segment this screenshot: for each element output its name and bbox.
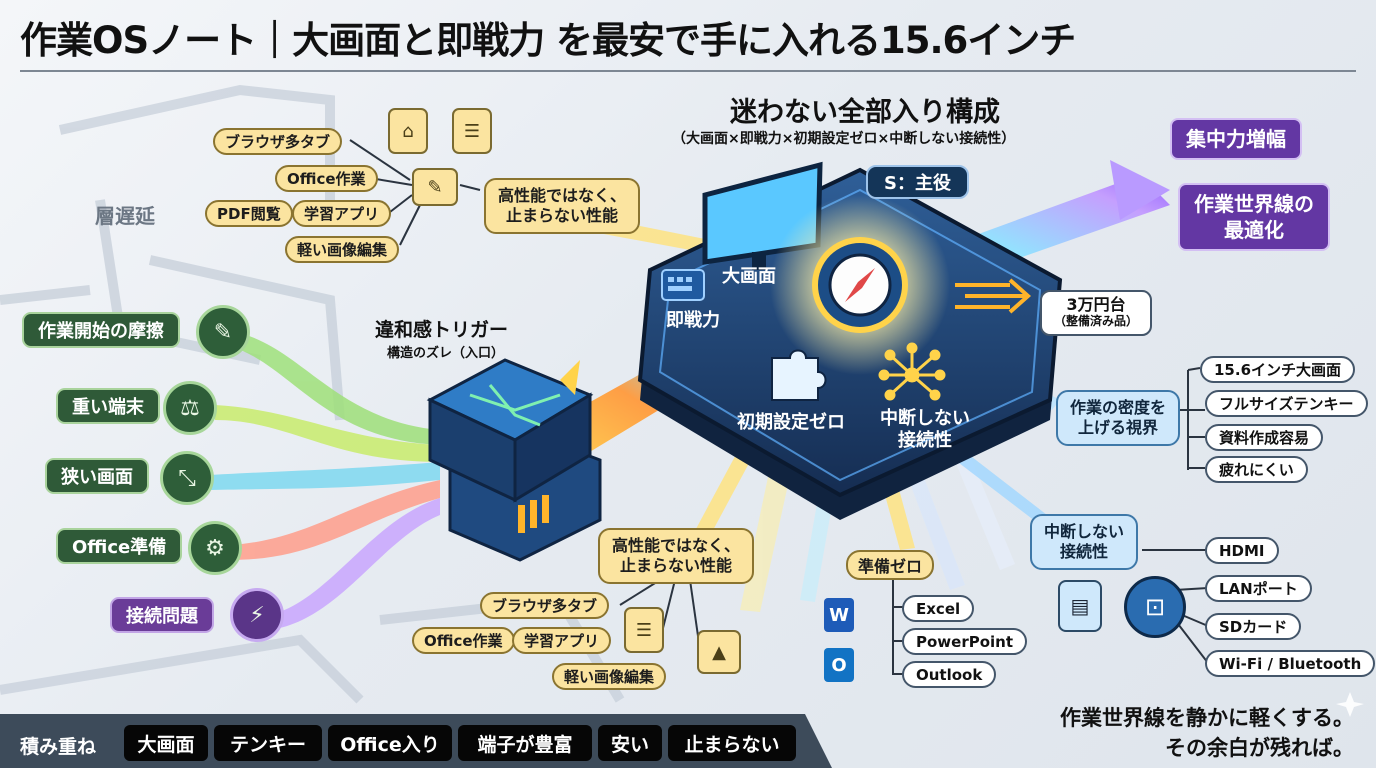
office-gear-icon: ⚙ xyxy=(188,521,242,575)
center-subheading: （大画面×即戦力×初期設定ゼロ×中断しない接続性） xyxy=(672,131,1016,147)
task-image-bottom: 軽い画像編集 xyxy=(552,663,667,690)
pain-connection: 接続問題 xyxy=(110,597,214,633)
closing-line-2: その余白が残れば。 xyxy=(1165,736,1354,760)
eraser-icon: ✎ xyxy=(196,305,250,359)
task-browser-bottom: ブラウザ多タブ xyxy=(480,592,610,619)
outlook-icon: O xyxy=(824,648,854,682)
density-item-keypad: フルサイズテンキー xyxy=(1205,390,1368,417)
price-box: 3万円台 （整備済み品） xyxy=(1040,290,1153,336)
density-item-docs: 資料作成容易 xyxy=(1205,424,1324,451)
browser-window-icon: ⌂ xyxy=(388,108,428,154)
output-worldline: 作業世界線の 最適化 xyxy=(1178,183,1330,251)
price-main: 3万円台 xyxy=(1066,295,1126,314)
image-icon: ▲ xyxy=(697,630,741,674)
compass-icon xyxy=(845,268,875,302)
app-excel: Excel xyxy=(902,595,975,622)
density-box: 作業の密度を 上げる視界 xyxy=(1056,390,1181,446)
task-office-bottom: Office作業 xyxy=(412,627,515,654)
title-divider xyxy=(20,70,1356,72)
task-learning-bottom: 学習アプリ xyxy=(512,627,612,654)
small-screen-icon: ⤡ xyxy=(160,451,214,505)
cable-icon: ⚡ xyxy=(230,588,284,642)
word-icon: W xyxy=(824,598,854,632)
edit-icon: ✎ xyxy=(412,168,458,206)
main-role-badge: S：主役 xyxy=(866,165,969,199)
chip-office: Office入り xyxy=(328,725,452,761)
zero-setup-label: 初期設定ゼロ xyxy=(737,412,845,433)
app-powerpoint: PowerPoint xyxy=(902,628,1028,655)
task-pdf-top: PDF閲覧 xyxy=(205,200,293,227)
trigger-subtitle: 構造のズレ（入口） xyxy=(387,346,505,361)
performance-box-bottom: 高性能ではなく、 止まらない性能 xyxy=(598,528,755,584)
document-icon: ☰ xyxy=(452,108,492,154)
ready-label: 即戦力 xyxy=(666,310,720,331)
big-screen-label: 大画面 xyxy=(722,266,776,287)
chip-big-screen: 大画面 xyxy=(124,725,208,761)
output-focus: 集中力増幅 xyxy=(1170,118,1302,160)
connectivity-box: 中断しない 接続性 xyxy=(1030,514,1139,570)
sd-card-icon: ▤ xyxy=(1058,580,1102,632)
background-label: 層遅延 xyxy=(95,204,155,228)
document-lines-icon: ☰ xyxy=(624,607,664,653)
closing-line-1: 作業世界線を静かに軽くする。 xyxy=(1060,706,1354,730)
chip-nonstop: 止まらない xyxy=(668,725,796,761)
chip-tenkey: テンキー xyxy=(214,725,322,761)
pain-heavy-device: 重い端末 xyxy=(56,388,160,424)
page-title: 作業OSノート｜大画面と即戦力 を最安で手に入れる15.6インチ xyxy=(20,19,1076,62)
task-office-top: Office作業 xyxy=(275,165,378,192)
port-hdmi: HDMI xyxy=(1205,537,1279,564)
port-wireless: Wi-Fi / Bluetooth xyxy=(1205,650,1376,677)
chip-cheap: 安い xyxy=(598,725,662,761)
continuous-label: 中断しない 接続性 xyxy=(880,408,970,451)
pain-small-screen: 狭い画面 xyxy=(45,458,149,494)
weight-icon: ⚖ xyxy=(163,381,217,435)
bottom-bar-label: 積み重ね xyxy=(20,736,97,758)
price-sub: （整備済み品） xyxy=(1054,314,1139,328)
task-learning-top: 学習アプリ xyxy=(292,200,392,227)
center-heading: 迷わない全部入り構成 xyxy=(730,97,1000,128)
density-item-screen: 15.6インチ大画面 xyxy=(1200,356,1356,383)
port-lan: LANポート xyxy=(1205,575,1312,602)
zero-ready-box: 準備ゼロ xyxy=(846,550,935,580)
chip-ports: 端子が豊富 xyxy=(458,725,592,761)
performance-box-top: 高性能ではなく、 止まらない性能 xyxy=(484,178,641,234)
task-browser-top: ブラウザ多タブ xyxy=(213,128,343,155)
density-item-fatigue: 疲れにくい xyxy=(1205,456,1308,483)
trigger-title: 違和感トリガー xyxy=(375,319,509,341)
lan-port-icon: ⊡ xyxy=(1124,576,1186,638)
port-sd: SDカード xyxy=(1205,613,1302,640)
pain-work-start: 作業開始の摩擦 xyxy=(22,312,180,348)
pain-office-setup: Office準備 xyxy=(56,528,183,564)
task-image-top: 軽い画像編集 xyxy=(285,236,400,263)
app-outlook: Outlook xyxy=(902,661,997,688)
